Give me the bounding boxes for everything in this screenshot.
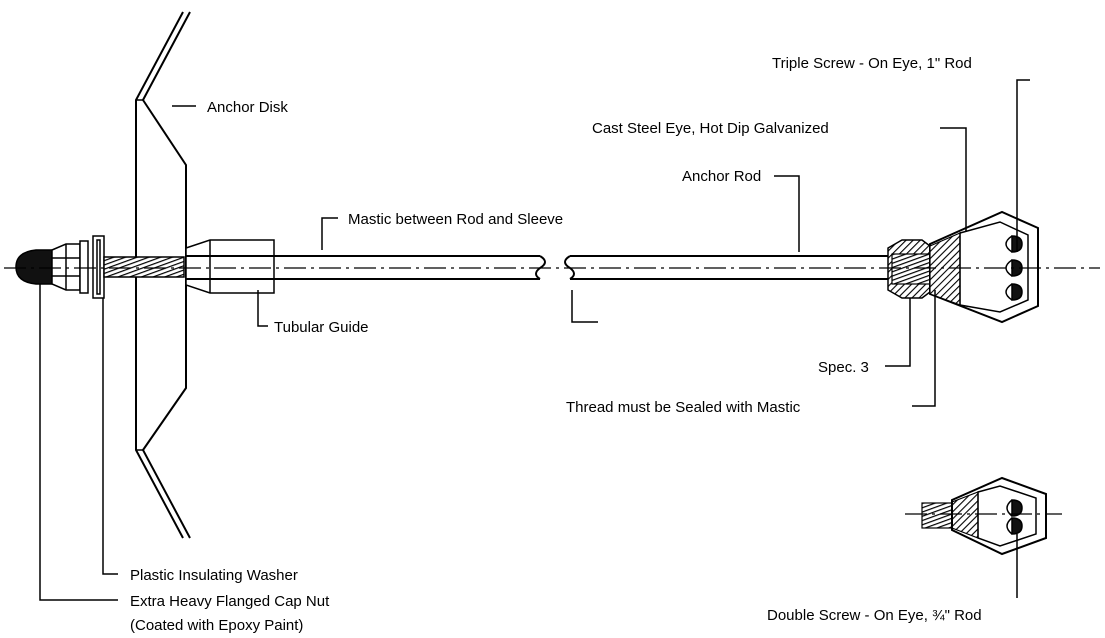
label-anchor-rod: Anchor Rod bbox=[682, 168, 761, 185]
label-anchor-disk: Anchor Disk bbox=[207, 99, 288, 116]
rod-thread-left bbox=[103, 256, 185, 278]
label-mastic-between: Mastic between Rod and Sleeve bbox=[348, 211, 563, 228]
insulating-washer bbox=[92, 235, 105, 299]
cap-nut bbox=[15, 240, 89, 294]
label-cap-nut-line1: Extra Heavy Flanged Cap Nut bbox=[130, 593, 330, 610]
cast-steel-eye bbox=[887, 210, 1039, 324]
label-triple-screw: Triple Screw - On Eye, 1" Rod bbox=[772, 55, 972, 72]
label-cast-steel-eye: Cast Steel Eye, Hot Dip Galvanized bbox=[592, 120, 829, 137]
tubular-guide bbox=[185, 239, 275, 294]
label-spec3: Spec. 3 bbox=[818, 359, 869, 376]
label-double-screw: Double Screw - On Eye, ¾" Rod bbox=[767, 607, 982, 624]
double-screw-eye bbox=[905, 476, 1062, 556]
leader-lines bbox=[39, 79, 1030, 601]
label-cap-nut-line2: (Coated with Epoxy Paint) bbox=[130, 617, 303, 634]
label-tubular-guide: Tubular Guide bbox=[274, 319, 369, 336]
label-thread-sealed: Thread must be Sealed with Mastic bbox=[566, 399, 801, 416]
label-plastic-washer: Plastic Insulating Washer bbox=[130, 567, 298, 584]
